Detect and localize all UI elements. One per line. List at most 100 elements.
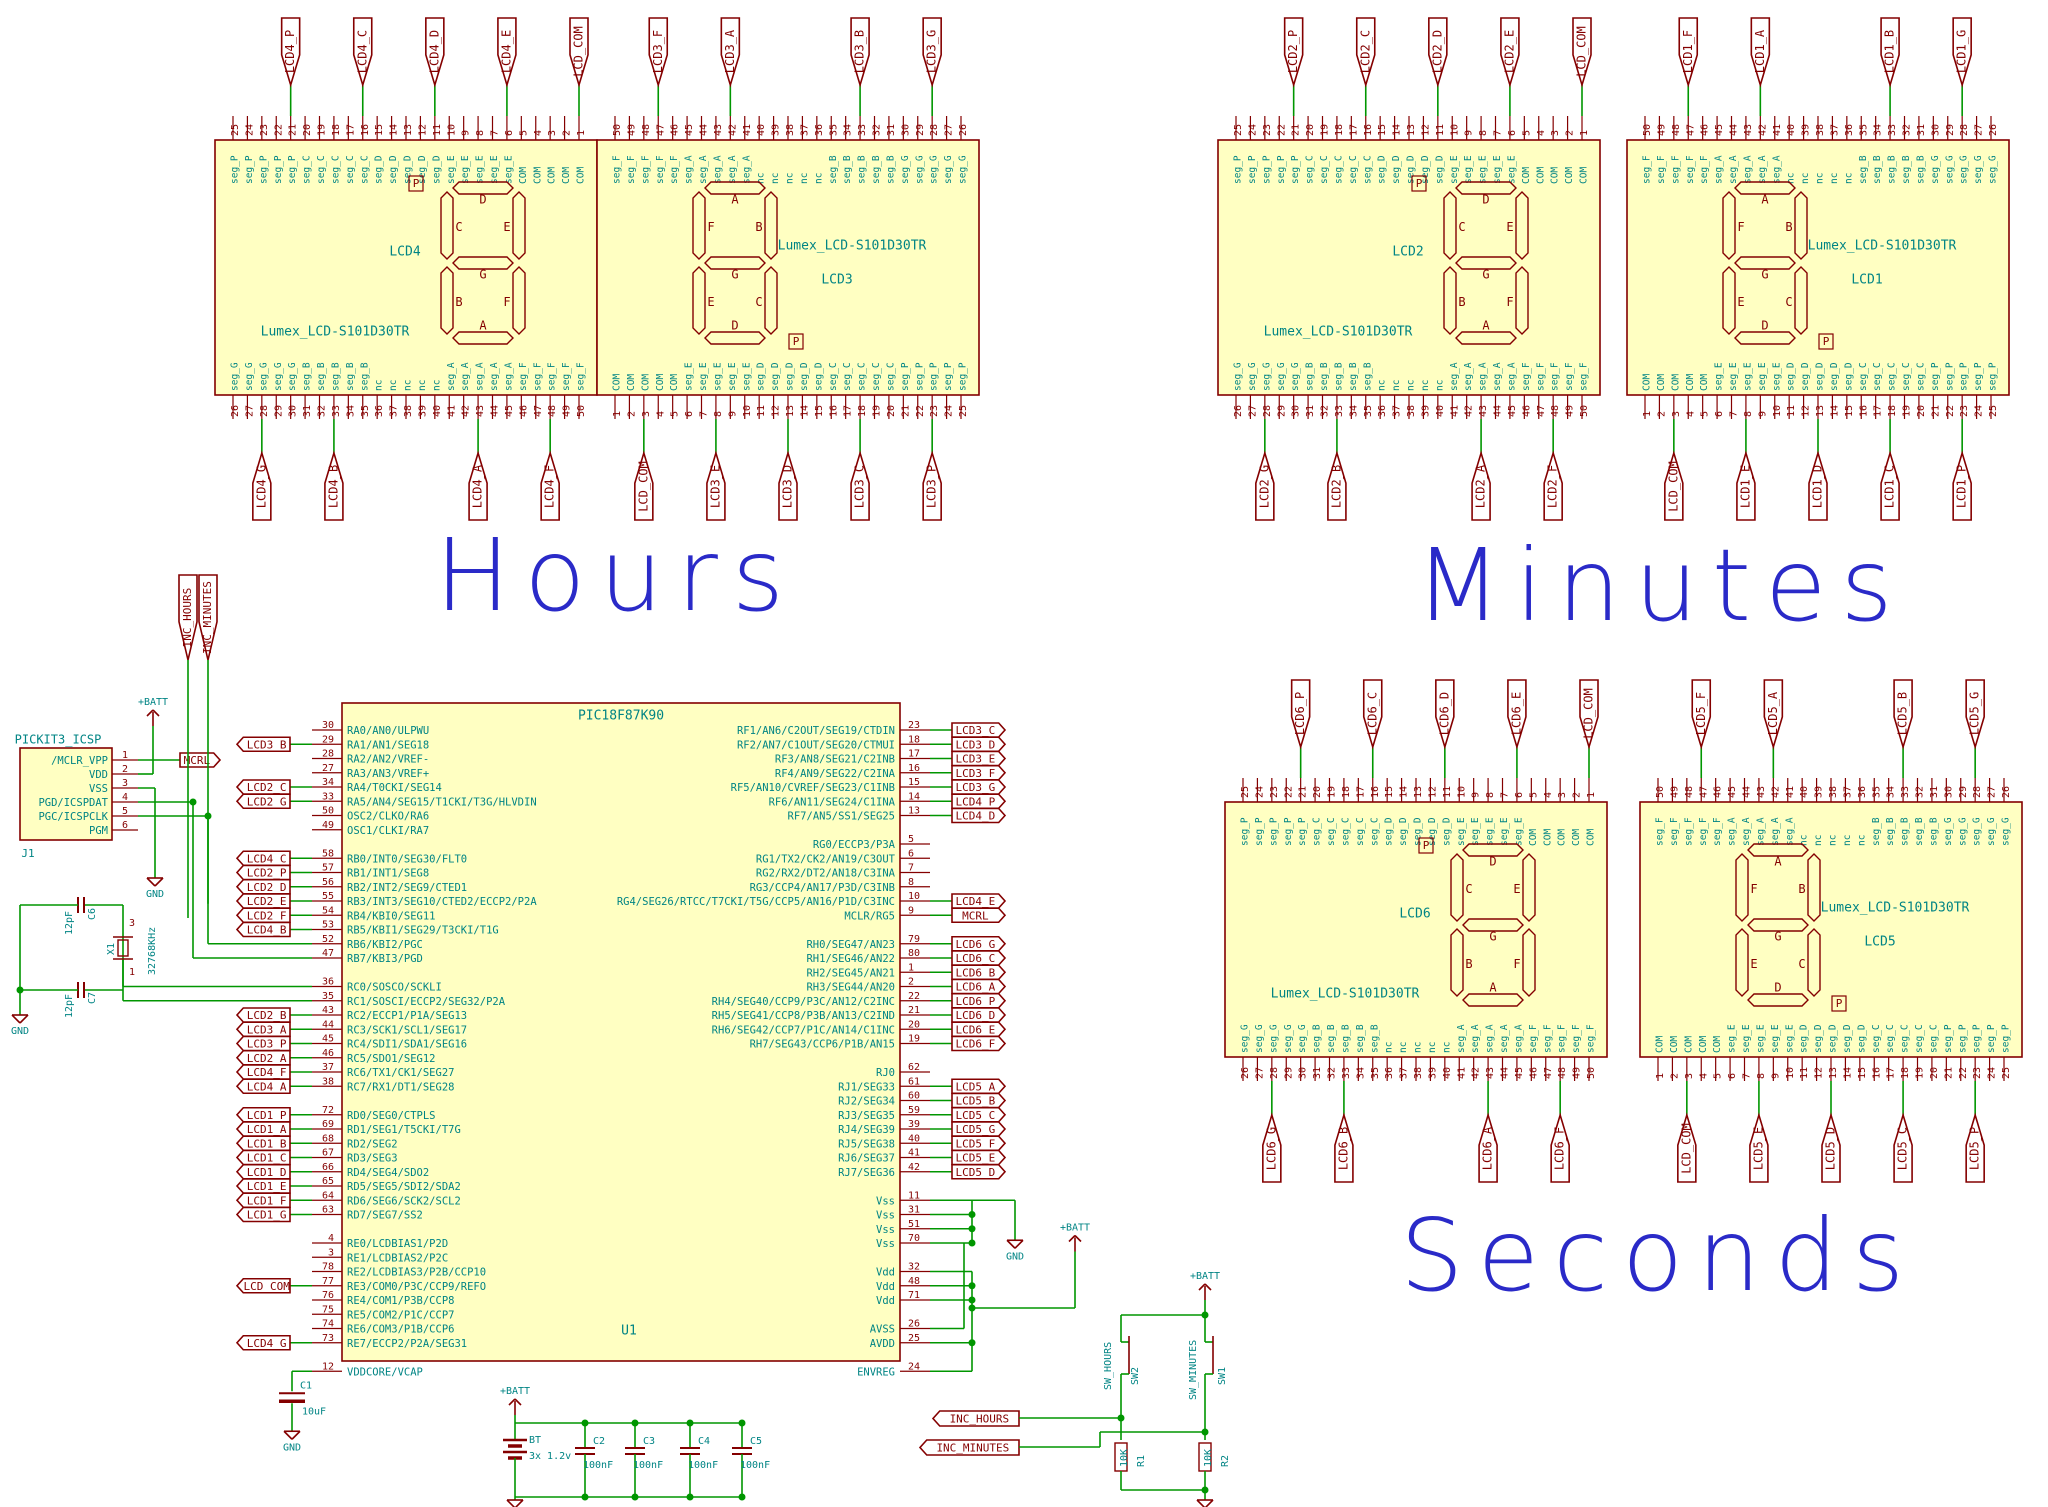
lcd-pin-number: 30 xyxy=(288,405,299,417)
lcd-pin-number: 40 xyxy=(1435,405,1446,417)
lcd-pin-number: 20 xyxy=(1312,786,1323,798)
lcd-pin-name: seg_E xyxy=(1755,1024,1766,1053)
segment-upper-right xyxy=(1515,191,1529,260)
mcu-net-label: LCD5_A xyxy=(955,1080,995,1093)
lcd-pin-name: seg_P xyxy=(958,362,969,391)
lcd-pin-name: seg_P xyxy=(1276,155,1287,184)
lcd-pin-number: 31 xyxy=(1305,405,1316,417)
lcd-pin-name: seg_P xyxy=(287,155,298,184)
cap-ref: C3 xyxy=(643,1436,655,1447)
segment-top xyxy=(1455,181,1517,195)
lcd-pin-name: COM xyxy=(1528,829,1539,846)
lcd-pin-number: 18 xyxy=(331,124,342,136)
lcd-pin-name: COM xyxy=(1655,1036,1666,1053)
lcd-pin-name: seg_G xyxy=(258,362,269,391)
lcd-pin-number: 5 xyxy=(1700,411,1711,417)
lcd-net-label-outline xyxy=(1893,679,1913,750)
lcd-pin-name: seg_P xyxy=(244,155,255,184)
lcd-pin-number: 49 xyxy=(626,124,637,136)
lcd-net-label: LCD4_G xyxy=(254,465,268,508)
mcu-pin-number: 21 xyxy=(908,1005,920,1016)
mcu-net-label: LCD6_B xyxy=(955,966,995,979)
lcd-pin-name: seg_A xyxy=(727,155,738,184)
mcu-pin-number: 8 xyxy=(908,877,914,888)
junction xyxy=(686,1493,694,1501)
lcd-pin-number: 22 xyxy=(1276,124,1287,136)
lcd-pin-name: nc xyxy=(1441,1042,1452,1053)
cap-ref: C5 xyxy=(750,1436,762,1447)
lcd-pin-name: seg_P xyxy=(1254,817,1265,846)
lcd-net-label-outline xyxy=(425,17,445,88)
lcd-pin-number: 38 xyxy=(1413,1067,1424,1079)
mcu-pin-number: 11 xyxy=(908,1190,920,1201)
lcd-pin-name: COM xyxy=(1579,167,1590,184)
lcd-pin-number: 38 xyxy=(1406,405,1417,417)
lcd-pin-name: seg_G xyxy=(1268,1024,1279,1053)
lcd-pin-number: 6 xyxy=(1514,792,1525,798)
segment-mid xyxy=(1747,918,1809,932)
lcd-pin-number: 36 xyxy=(374,405,385,417)
mcu-net-label: MCRL xyxy=(962,909,989,922)
mcu-net-label-outline xyxy=(951,893,1007,909)
lcd-pin-name: COM xyxy=(626,374,637,391)
lcd-pin-number: 30 xyxy=(1943,786,1954,798)
lcd-pin-name: seg_E xyxy=(1728,362,1739,391)
segment-bottom xyxy=(1462,993,1524,1007)
mcu-pin-name: RD5/SEG5/SDI2/SDA2 xyxy=(347,1181,461,1193)
segment-upper-left xyxy=(1722,191,1736,260)
lcd-pin-name: seg_D xyxy=(1815,362,1826,391)
lcd-pin-number: 45 xyxy=(1514,1067,1525,1079)
mcu-net-label-outline xyxy=(951,1007,1007,1023)
resistor-ref: R1 xyxy=(1136,1455,1147,1467)
lcd-pin-name: nc xyxy=(388,380,399,391)
lcd-pin-name: seg_F xyxy=(1571,1024,1582,1053)
mcu-pin-number: 78 xyxy=(322,1262,334,1273)
lcd-pin-name: seg_G xyxy=(943,155,954,184)
lcd-pin-number: 32 xyxy=(1327,1067,1338,1079)
mcu-pin-number: 39 xyxy=(908,1119,920,1130)
lcd-pin-name: seg_F xyxy=(1656,155,1667,184)
mcu-pin-name: RG2/RX2/DT2/AN18/C3INA xyxy=(756,868,896,880)
lcd-pin-name: seg_E xyxy=(1499,817,1510,846)
mcu-net-label: LCD1_B xyxy=(247,1137,287,1150)
mcu-net-label: LCD6_E xyxy=(955,1023,995,1036)
mcu-pin-name: RC2/ECCP1/P1A/SEG13 xyxy=(347,1010,467,1022)
lcd-pin-name: seg_F xyxy=(1550,362,1561,391)
lcd-pin-name: seg_P xyxy=(1290,155,1301,184)
lcd-net-label-outline xyxy=(1965,679,1985,750)
lcd-pin-number: 6 xyxy=(1727,1073,1738,1079)
lcd-pin-name: seg_D xyxy=(1842,1024,1853,1053)
decimal-point xyxy=(788,333,804,350)
lcd-pin-name: COM xyxy=(1670,374,1681,391)
lcd-pin-name: seg_G xyxy=(244,362,255,391)
mcu-pin-name: RG4/SEG26/RTCC/T7CKI/T5G/CCP5/AN16/P1D/C… xyxy=(617,896,895,908)
lcd-pin-name: seg_A xyxy=(1728,155,1739,184)
lcd-pin-name: seg_E xyxy=(1506,155,1517,184)
segment-letter: B xyxy=(755,220,762,234)
mcu-net-label: LCD2_C xyxy=(247,781,287,794)
mcu-pin-number: 7 xyxy=(908,863,914,874)
lcd-pin-name: seg_E xyxy=(1741,1024,1752,1053)
mcu-pin-number: 31 xyxy=(908,1205,920,1216)
lcd-pin-name: seg_F xyxy=(561,362,572,391)
lcd-pin-name: seg_A xyxy=(1741,817,1752,846)
lcd-pin-number: 14 xyxy=(389,124,400,136)
lcd-pin-number: 24 xyxy=(1987,1067,1998,1079)
lcd-pin-number: 26 xyxy=(230,405,241,417)
lcd-net-label-outline xyxy=(1808,450,1828,521)
lcd-net-label-outline xyxy=(1749,1112,1769,1183)
mcu-net-label-outline xyxy=(951,935,1007,952)
lcd-pin-number: 31 xyxy=(886,124,897,136)
lcd-pin-number: 39 xyxy=(1814,786,1825,798)
lcd-pin-number: 40 xyxy=(1786,124,1797,136)
lcd-pin-number: 26 xyxy=(2001,786,2012,798)
lcd-pin-name: COM xyxy=(561,167,572,184)
caption-seconds: Seconds xyxy=(1400,1197,1918,1314)
lcd-pin-name: seg_G xyxy=(1247,362,1258,391)
junction xyxy=(631,1493,639,1501)
lcd-pin-name: seg_D xyxy=(813,362,824,391)
lcd-net-label: LCD2_F xyxy=(1546,465,1560,508)
lcd-pin-name: COM xyxy=(1685,374,1696,391)
lcd-pin-number: 35 xyxy=(1871,786,1882,798)
lcd-pin-number: 7 xyxy=(1493,130,1504,136)
